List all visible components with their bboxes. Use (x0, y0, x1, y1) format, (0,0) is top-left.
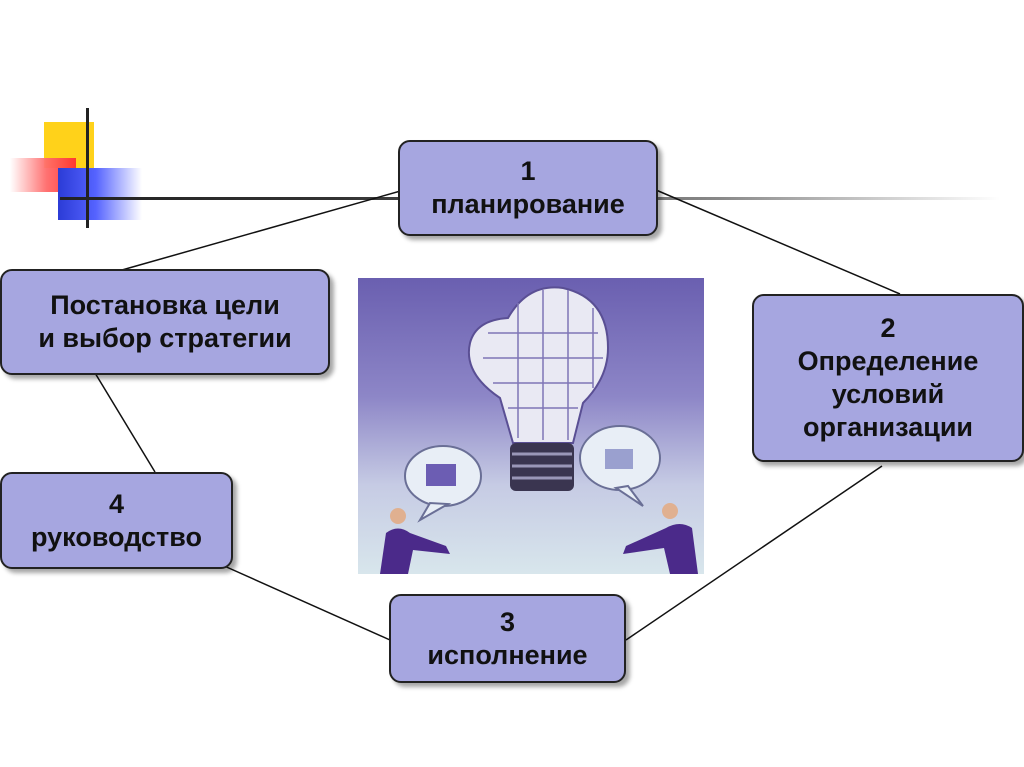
lightbulb-puzzle-icon (467, 286, 610, 444)
node-planning: 1 планирование (398, 140, 658, 236)
connector-leadership-goal (91, 367, 156, 473)
connector-planning-conditions (655, 189, 901, 295)
node-conditions: 2 Определение условий организации (752, 294, 1024, 462)
node-leadership-label: руководство (31, 521, 202, 552)
businessman-right (623, 503, 698, 574)
node-execution: 3 исполнение (389, 594, 626, 683)
node-goal-line1: Постановка цели (50, 290, 280, 320)
lightbulb-puzzle-illustration (358, 278, 704, 574)
connector-goal-planning (121, 189, 405, 271)
node-conditions-number: 2 (880, 313, 896, 343)
node-leadership-number: 4 (108, 488, 125, 519)
node-goal: Постановка цели и выбор стратегии (0, 269, 330, 375)
node-conditions-line2: условий (831, 379, 945, 409)
node-goal-line2: и выбор стратегии (38, 323, 292, 353)
node-conditions-line3: организации (802, 412, 974, 442)
node-planning-label: планирование (431, 189, 625, 219)
node-execution-number: 3 (499, 606, 516, 637)
node-planning-number: 1 (520, 156, 536, 186)
connector-execution-leadership (221, 564, 391, 641)
node-leadership: 4 руководство (0, 472, 233, 569)
connector-conditions-execution (625, 465, 883, 641)
node-execution-label: исполнение (427, 639, 588, 670)
decor-blue-square (58, 168, 142, 220)
puzzle-piece-left (426, 464, 456, 486)
node-conditions-line1: Определение (797, 346, 979, 376)
puzzle-piece-right (605, 449, 633, 469)
businessman-left (380, 508, 450, 574)
decor-vertical-line (86, 108, 89, 228)
